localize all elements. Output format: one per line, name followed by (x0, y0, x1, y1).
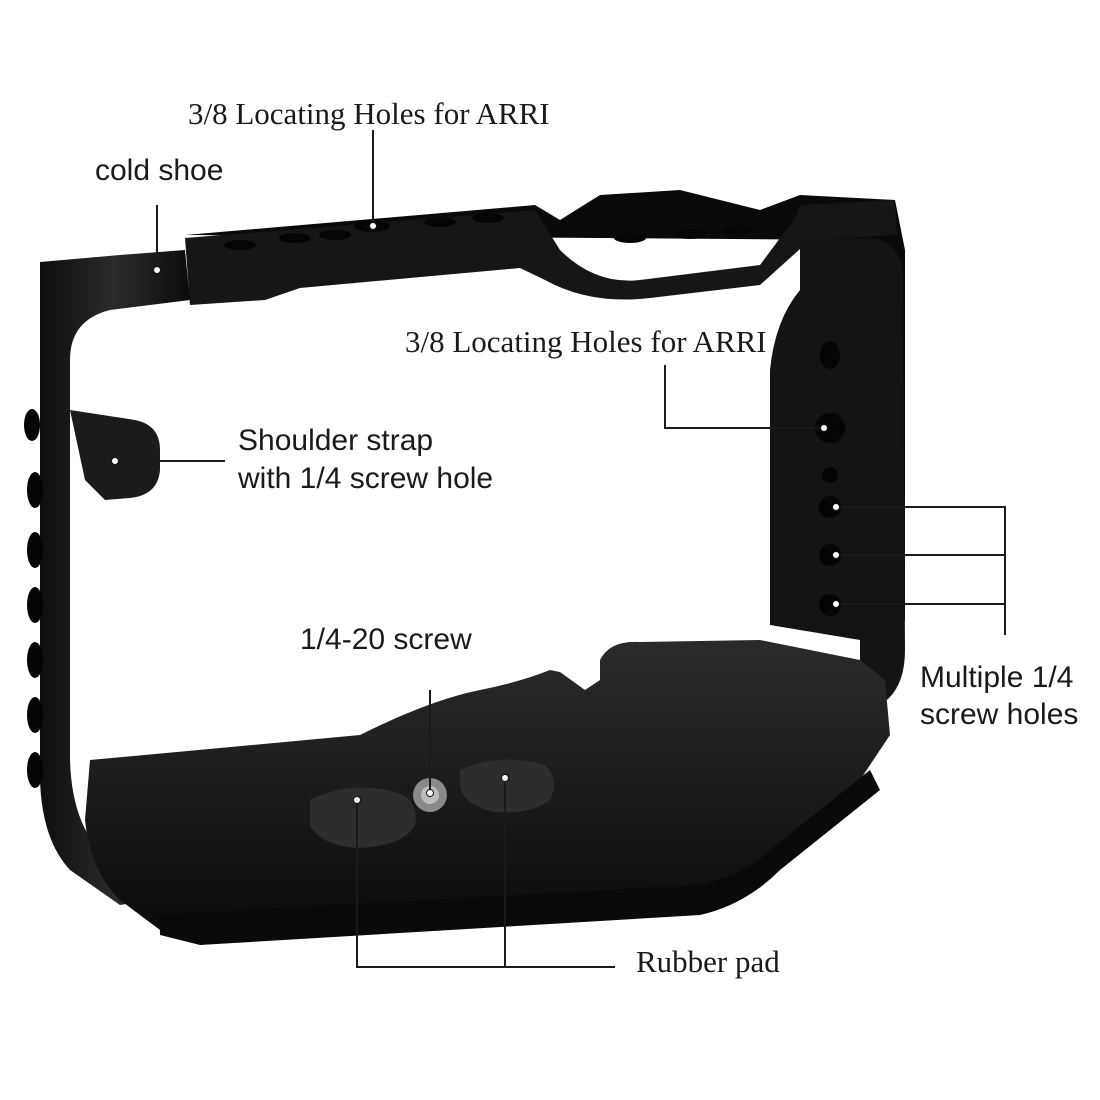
right-side-holes (815, 341, 845, 616)
callout-arri-top: 3/8 Locating Holes for ARRI (188, 96, 550, 131)
callout-multiple-holes-line2: screw holes (920, 698, 1079, 731)
shoulder-strap-lug (70, 410, 160, 500)
callout-screw: 1/4-20 screw (300, 623, 472, 656)
cage-right-side (770, 238, 905, 705)
callout-leader-lines (115, 130, 1006, 968)
callout-cold-shoe: cold shoe (95, 154, 224, 187)
callout-multiple-holes-line1: Multiple 1/4 (920, 661, 1074, 694)
rubber-pad-left (310, 787, 416, 848)
cage-back-frame (185, 190, 905, 680)
top-rail-holes (224, 213, 754, 250)
left-side-holes (24, 409, 43, 788)
callout-shoulder-strap-line2: with 1/4 screw hole (238, 462, 494, 495)
rubber-pad-right (460, 759, 554, 813)
cage-left-side (40, 250, 190, 905)
callout-dots (111, 222, 840, 804)
callout-rubber-pad: Rubber pad (636, 944, 780, 979)
cage-base-front (160, 770, 880, 945)
callout-arri-side: 3/8 Locating Holes for ARRI (405, 324, 767, 359)
callout-shoulder-strap-line1: Shoulder strap (238, 424, 434, 457)
